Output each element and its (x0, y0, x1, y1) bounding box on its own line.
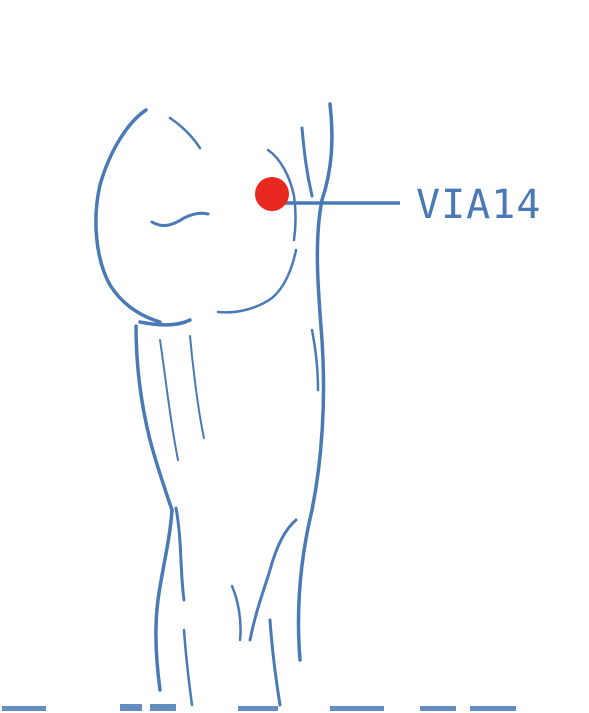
thigh-inner-shade (160, 340, 178, 460)
point-label: VIA14 (416, 182, 541, 228)
thigh-side-shade (312, 330, 318, 390)
acupoint-marker (255, 177, 289, 211)
calf-line (270, 620, 280, 705)
hip-crest-line (302, 128, 312, 196)
gluteal-fold (140, 320, 190, 325)
buttock-lower-shade (218, 250, 296, 312)
buttock-dimple (152, 213, 208, 225)
thigh-back-contour (136, 326, 172, 510)
hamstring-line (190, 336, 204, 438)
knee-front-shade (250, 520, 296, 640)
knee-back-contour (156, 510, 172, 690)
patella-shade (232, 586, 241, 640)
buttock-outline (96, 110, 160, 322)
cropped-caption-marks (2, 704, 516, 711)
leg-outline-drawing (96, 104, 332, 705)
shin-line (184, 630, 192, 705)
knee-crease (176, 508, 184, 600)
thigh-lateral-line (299, 104, 332, 660)
buttock-crease-top (170, 118, 200, 148)
